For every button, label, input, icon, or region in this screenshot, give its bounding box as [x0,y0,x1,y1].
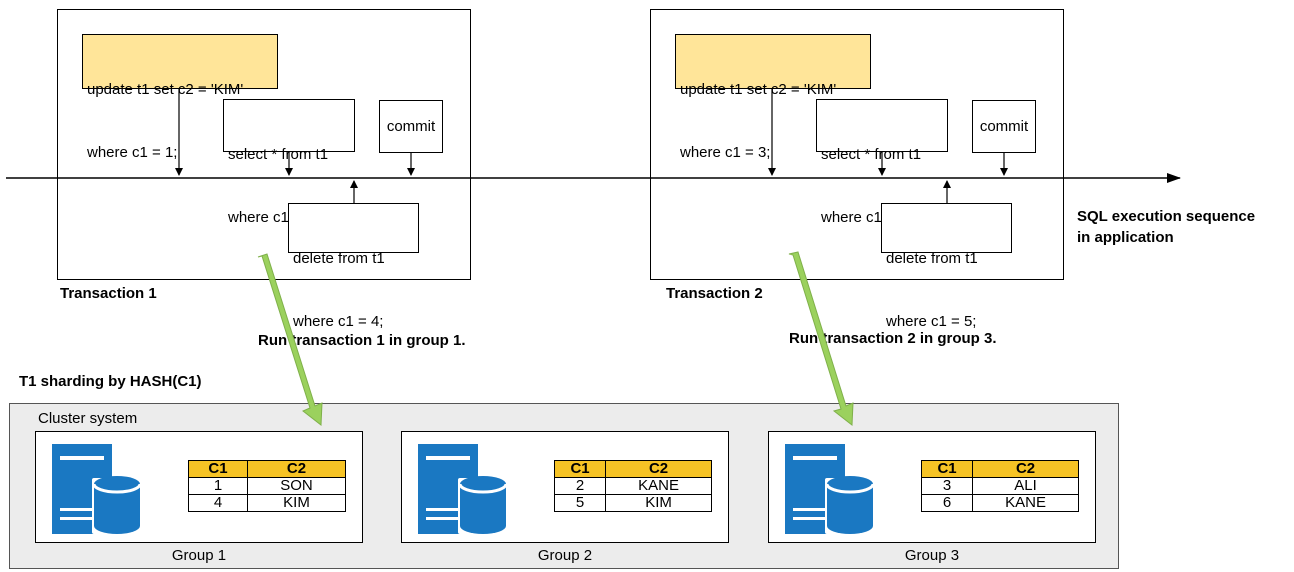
table-header: C1 [920,460,974,478]
table-header: C2 [972,460,1079,478]
server-database-icon [785,444,873,534]
table-header: C2 [247,460,346,478]
t2-delete-statement: delete from t1 where c1 = 5; [881,203,1012,330]
table-header: C2 [605,460,712,478]
route-label-2: Run transaction 2 in group 3. [789,330,997,347]
t1-update-statement: update t1 set c2 = 'KIM' where c1 = 1; [82,34,278,161]
t1-select-statement: select * from t1 where c1 = 4; [223,99,355,226]
route-label-1: Run transaction 1 in group 1. [258,332,466,349]
table-header: C1 [187,460,249,478]
t1-delete-statement: delete from t1 where c1 = 4; [288,203,419,330]
t2-update-statement: update t1 set c2 = 'KIM' where c1 = 3; [675,34,871,161]
group-2-label: Group 2 [537,547,593,564]
t2-commit-statement: commit [972,100,1036,153]
server-database-icon [52,444,140,534]
cluster-title: Cluster system [38,410,138,427]
t1-commit-statement: commit [379,100,443,153]
server-database-icon [418,444,506,534]
transaction-1-label: Transaction 1 [60,285,157,302]
timeline-label: SQL execution sequence in application [1077,208,1256,246]
t2-select-statement: select * from t1 where c1 = 4; [816,99,948,226]
sharding-label: T1 sharding by HASH(C1) [19,373,202,390]
transaction-2-label: Transaction 2 [666,285,763,302]
group-1-label: Group 1 [171,547,227,564]
table-header: C1 [553,460,607,478]
group-3-label: Group 3 [904,547,960,564]
